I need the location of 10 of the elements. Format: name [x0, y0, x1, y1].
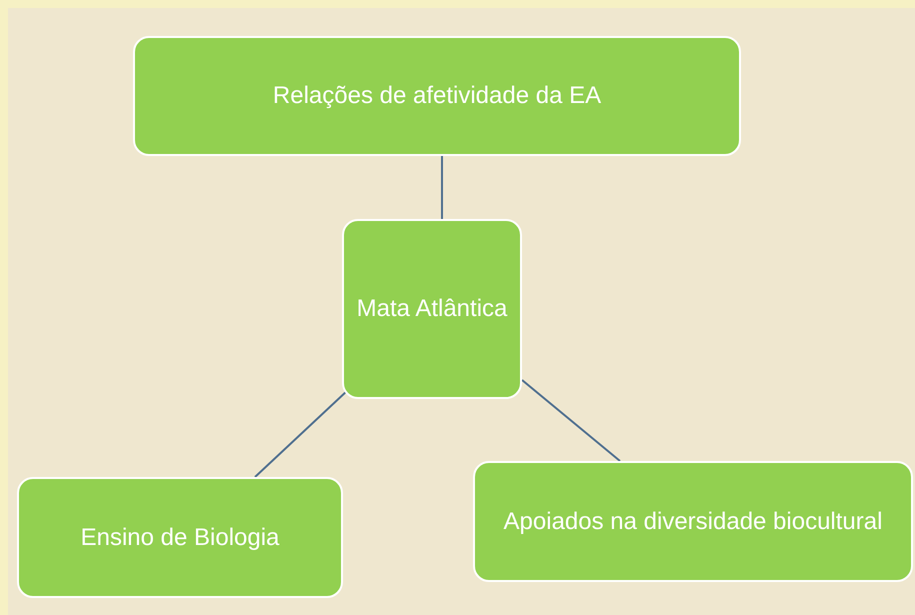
box-label: Mata Atlântica [356, 294, 508, 324]
box-label: Ensino de Biologia [80, 522, 280, 552]
connector-line [521, 379, 621, 462]
box-label: Apoiados na diversidade biocultural [504, 506, 882, 536]
connector-line [441, 156, 443, 219]
concept-box [473, 461, 913, 582]
box-label: Relações de afetividade da EA [272, 81, 602, 111]
concept-box [133, 36, 741, 156]
concept-box [17, 477, 343, 598]
concept-box [342, 219, 522, 399]
